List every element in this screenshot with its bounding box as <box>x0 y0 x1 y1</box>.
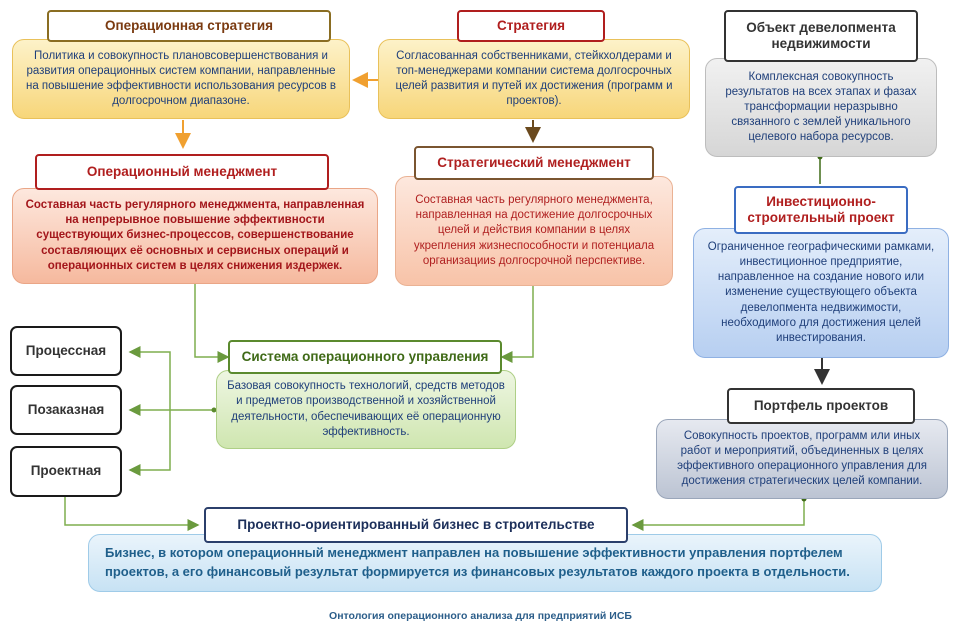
dev-object-description: Комплексная совокупность результатов на … <box>705 58 937 157</box>
connector-portfolio-to-po-business <box>631 499 805 531</box>
op-strategy-title: Операционная стратегия <box>47 10 331 42</box>
portfolio-title: Портфель проектов <box>727 388 915 424</box>
op-management-description: Составная часть регулярного менеджмента,… <box>12 188 378 284</box>
op-system-title: Система операционного управления <box>228 340 502 374</box>
type-pozakaznaya-box: Позаказная <box>10 385 122 435</box>
strategy-title: Стратегия <box>457 10 605 42</box>
figure-caption: Онтология операционного анализа для пред… <box>329 610 632 622</box>
op-management-title: Операционный менеджмент <box>35 154 329 190</box>
po-business-title: Проектно-ориентированный бизнес в строит… <box>204 507 628 543</box>
connector-op-management-to-op-system <box>194 284 230 363</box>
strategy-description: Согласованная собственниками, стейкхолде… <box>378 39 690 119</box>
connector-strat-management-to-op-system <box>500 286 534 363</box>
op-system-description: Базовая совокупность технологий, средств… <box>216 370 516 449</box>
op-strategy-description: Политика и совокупность плановсовершенст… <box>12 39 350 119</box>
strat-management-title: Стратегический менеджмент <box>414 146 654 180</box>
type-proektnaya-box: Проектная <box>10 446 122 497</box>
invest-project-description: Ограниченное географическими рамками, ин… <box>693 228 949 358</box>
connector-proektnaya-to-po-business <box>64 497 200 531</box>
type-processnaya-box: Процессная <box>10 326 122 376</box>
dev-object-title: Объект девелопмента недвижимости <box>724 10 918 62</box>
strat-management-description: Составная часть регулярного менеджмента,… <box>395 176 673 286</box>
portfolio-description: Совокупность проектов, программ или иных… <box>656 419 948 499</box>
connector-to-proektnaya <box>128 410 171 476</box>
po-business-description: Бизнес, в котором операционный менеджмен… <box>88 534 882 592</box>
connector-to-processnaya <box>128 346 171 410</box>
invest-project-title: Инвестиционно-строительный проект <box>734 186 908 234</box>
